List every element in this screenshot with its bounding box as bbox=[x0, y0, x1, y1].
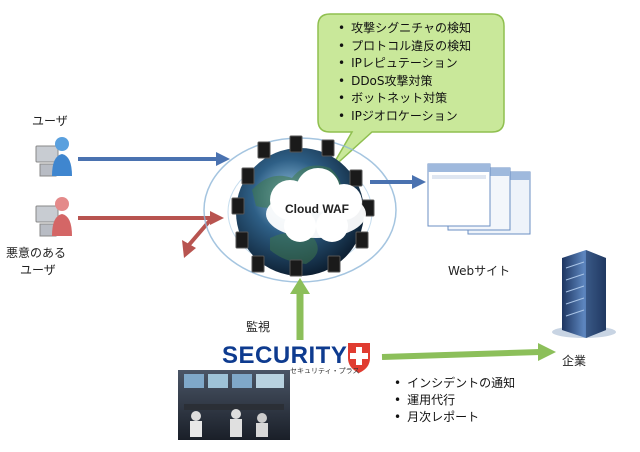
soc-photo bbox=[178, 370, 290, 440]
bubble-feature-list: 攻撃シグニチャの検知 プロトコル違反の検知 IPレピュテーション DDoS攻撃対… bbox=[338, 20, 471, 125]
bubble-item: DDoS攻撃対策 bbox=[338, 73, 471, 91]
service-item: 運用代行 bbox=[394, 392, 515, 409]
bubble-item: ボットネット対策 bbox=[338, 90, 471, 108]
security-plus-logo-icon bbox=[348, 343, 370, 373]
bubble-item: IPジオロケーション bbox=[338, 108, 471, 126]
building-icon bbox=[552, 250, 616, 338]
security-logo-subtitle: セキュリティ・プラス bbox=[290, 367, 360, 375]
monitor-label: 監視 bbox=[246, 320, 271, 334]
security-logo-text: SECURITY bbox=[222, 342, 348, 369]
cloud-icon bbox=[266, 168, 366, 242]
bubble-item: 攻撃シグニチャの検知 bbox=[338, 20, 471, 38]
user-label: ユーザ bbox=[32, 114, 68, 128]
malicious-user-label-line1: 悪意のある bbox=[6, 246, 67, 260]
malicious-user-icon bbox=[35, 197, 72, 237]
website-label: Webサイト bbox=[448, 264, 511, 278]
service-item: 月次レポート bbox=[394, 409, 515, 426]
report-to-enterprise-arrow bbox=[381, 343, 556, 361]
bubble-item: プロトコル違反の検知 bbox=[338, 38, 471, 56]
bubble-item: IPレピュテーション bbox=[338, 55, 471, 73]
enterprise-label: 企業 bbox=[562, 354, 587, 368]
malicious-blocked-arrow bbox=[78, 211, 224, 258]
cloud-waf-label: Cloud WAF bbox=[285, 202, 349, 216]
service-list: インシデントの通知 運用代行 月次レポート bbox=[394, 375, 515, 426]
waf-to-web-arrow bbox=[370, 175, 426, 189]
service-item: インシデントの通知 bbox=[394, 375, 515, 392]
malicious-user-label-line2: ユーザ bbox=[20, 263, 56, 277]
user-to-waf-arrow bbox=[78, 152, 230, 166]
browser-window-icon bbox=[427, 163, 531, 235]
user-icon bbox=[35, 137, 72, 177]
monitoring-arrow bbox=[290, 278, 310, 340]
